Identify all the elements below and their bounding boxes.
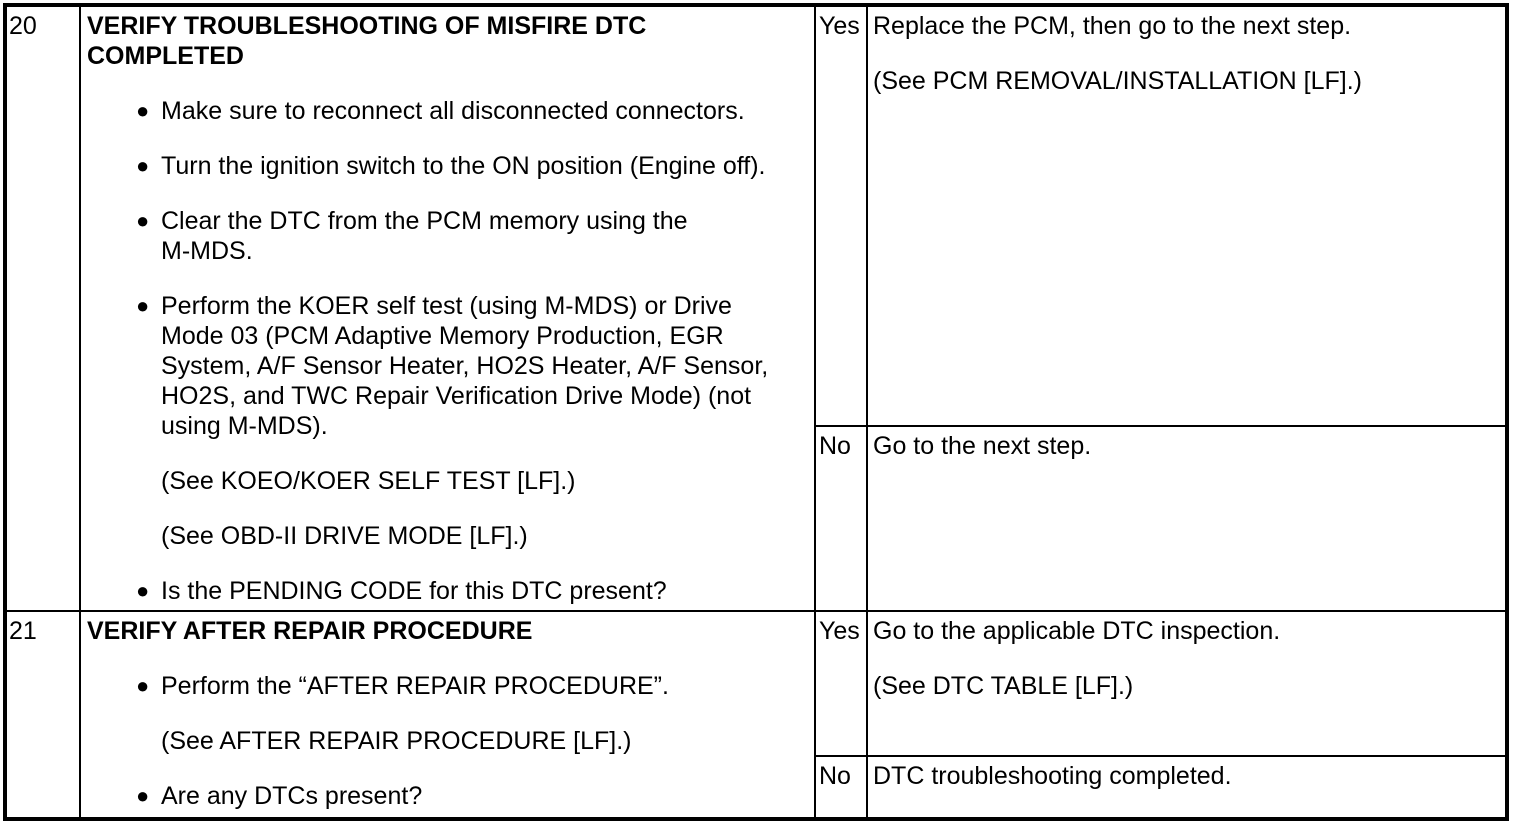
action-cell: VERIFY AFTER REPAIR PROCEDURE ● Perform … <box>81 612 816 817</box>
no-subrow: No DTC troubleshooting completed. <box>816 757 1505 817</box>
yes-label: Yes <box>819 617 860 645</box>
yes-no-column: Yes Replace the PCM, then go to the next… <box>816 7 1505 610</box>
bullet-item: ● Clear the DTC from the PCM memory usin… <box>81 206 814 266</box>
yes-label: Yes <box>819 12 860 40</box>
step-number-cell: 21 <box>7 612 81 817</box>
yes-subrow: Yes Replace the PCM, then go to the next… <box>816 7 1505 427</box>
no-label: No <box>819 762 851 790</box>
no-subrow: No Go to the next step. <box>816 427 1505 610</box>
bullet-item: ● Turn the ignition switch to the ON pos… <box>81 151 814 181</box>
no-label-cell: No <box>816 427 868 610</box>
step-number: 21 <box>9 617 37 645</box>
yes-no-column: Yes Go to the applicable DTC inspection.… <box>816 612 1505 817</box>
bullet-item: ● Make sure to reconnect all disconnecte… <box>81 96 814 126</box>
bullet-icon: ● <box>136 783 150 808</box>
action-cell: VERIFY TROUBLESHOOTING OF MISFIRE DTC CO… <box>81 7 816 610</box>
bullet-item: ● Perform the “AFTER REPAIR PROCEDURE”. <box>81 671 814 701</box>
yes-result-cell: Replace the PCM, then go to the next ste… <box>868 7 1505 425</box>
bullet-icon: ● <box>136 673 150 698</box>
step-row-21: 21 VERIFY AFTER REPAIR PROCEDURE ● Perfo… <box>7 612 1505 817</box>
yes-subrow: Yes Go to the applicable DTC inspection.… <box>816 612 1505 757</box>
no-label-cell: No <box>816 757 868 817</box>
bullet-item: ● Perform the KOER self test (using M-MD… <box>81 291 814 441</box>
step-number-cell: 20 <box>7 7 81 610</box>
bullet-text: Perform the KOER self test (using M-MDS)… <box>161 292 769 440</box>
bullet-text: Turn the ignition switch to the ON posit… <box>161 152 766 180</box>
see-reference-note: (See KOEO/KOER SELF TEST [LF].) <box>161 467 576 495</box>
bullet-icon: ● <box>136 293 150 318</box>
step-number: 20 <box>9 12 37 40</box>
result-line: Go to the applicable DTC inspection. <box>873 617 1281 645</box>
bullet-item: ● Is the PENDING CODE for this DTC prese… <box>81 576 814 606</box>
no-result-cell: Go to the next step. <box>868 427 1505 610</box>
see-reference-note: (See AFTER REPAIR PROCEDURE [LF].) <box>161 727 632 755</box>
bullet-item: ● Are any DTCs present? <box>81 781 814 811</box>
no-label: No <box>819 432 851 460</box>
step-row-20: 20 VERIFY TROUBLESHOOTING OF MISFIRE DTC… <box>7 7 1505 612</box>
result-line: (See DTC TABLE [LF].) <box>873 672 1134 700</box>
no-result-cell: DTC troubleshooting completed. <box>868 757 1505 817</box>
bullet-icon: ● <box>136 208 150 233</box>
bullet-text: Perform the “AFTER REPAIR PROCEDURE”. <box>161 672 669 700</box>
bullet-icon: ● <box>136 153 150 178</box>
yes-label-cell: Yes <box>816 612 868 755</box>
see-reference-note: (See OBD-II DRIVE MODE [LF].) <box>161 522 528 550</box>
step-title: VERIFY TROUBLESHOOTING OF MISFIRE DTC CO… <box>87 12 647 70</box>
bullet-text: Are any DTCs present? <box>161 782 423 810</box>
bullet-text: Clear the DTC from the PCM memory using … <box>161 207 688 265</box>
bullet-icon: ● <box>136 578 150 603</box>
bullet-text: Is the PENDING CODE for this DTC present… <box>161 577 667 605</box>
yes-result-cell: Go to the applicable DTC inspection. (Se… <box>868 612 1505 755</box>
result-line: Go to the next step. <box>873 432 1092 460</box>
bullet-icon: ● <box>136 98 150 123</box>
result-line: DTC troubleshooting completed. <box>873 762 1232 790</box>
yes-label-cell: Yes <box>816 7 868 425</box>
bullet-text: Make sure to reconnect all disconnected … <box>161 97 745 125</box>
result-line: Replace the PCM, then go to the next ste… <box>873 12 1352 40</box>
step-title: VERIFY AFTER REPAIR PROCEDURE <box>87 617 533 645</box>
troubleshooting-table: 20 VERIFY TROUBLESHOOTING OF MISFIRE DTC… <box>3 3 1509 821</box>
result-line: (See PCM REMOVAL/INSTALLATION [LF].) <box>873 67 1362 95</box>
